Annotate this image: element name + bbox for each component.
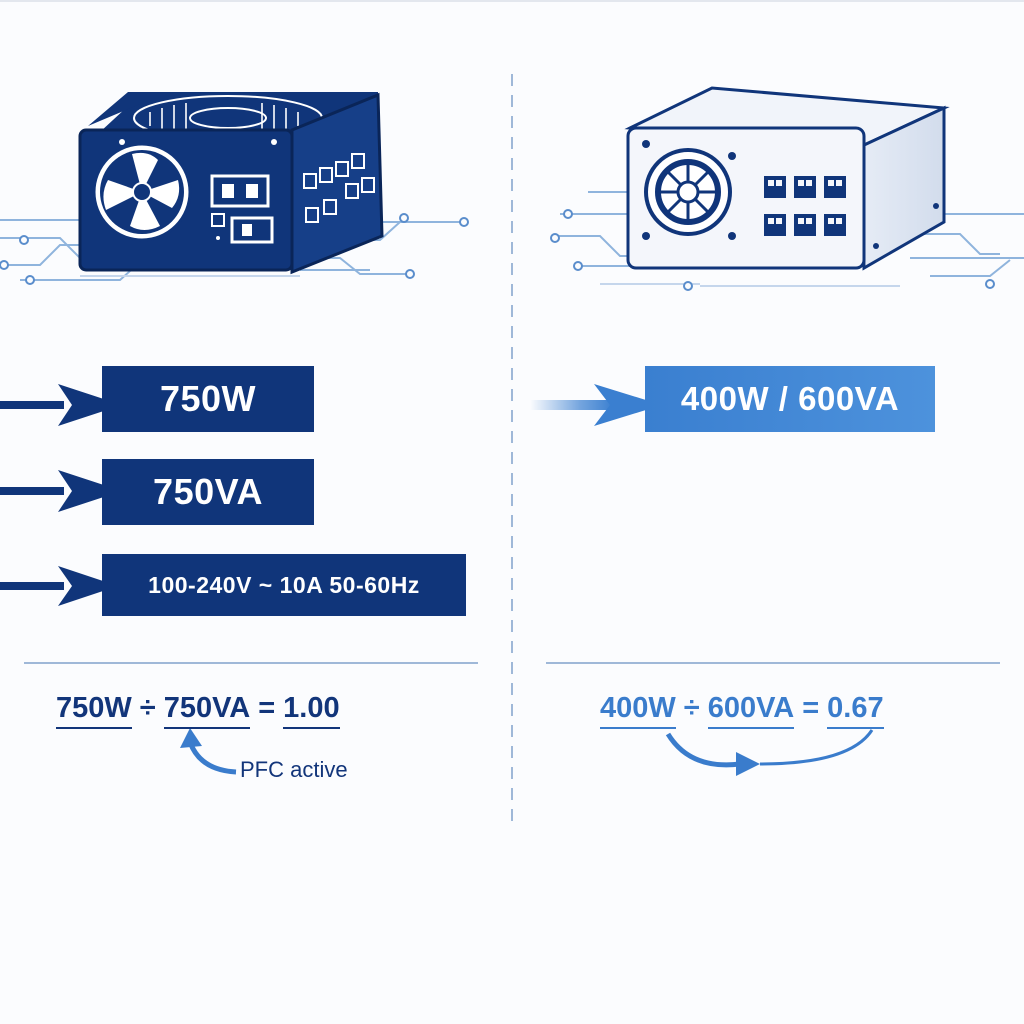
label-watts: 750W [102,366,314,432]
label-input-rating-text: 100-240V ~ 10A 50-60Hz [148,571,420,598]
equation-left-watts: 750W [56,692,132,729]
equation-right-equals: = [802,692,820,724]
equation-right-va: 600VA [707,692,795,729]
equation-left-va: 750VA [163,692,251,729]
arrow-rating-right [530,384,662,426]
arrow-watts [0,384,122,426]
pfc-note: PFC active [240,757,348,782]
label-rating-right-text: 400W / 600VA [680,380,900,417]
label-rating-right: 400W / 600VA [645,366,935,432]
circuit-nodes-left [0,213,469,285]
psu-dark-icon [78,92,384,275]
top-rule [0,0,1024,2]
label-va-text: 750VA [153,471,263,512]
equation-left: 750W ÷ 750VA = 1.00 [56,692,340,729]
label-va: 750VA [102,459,314,525]
psu-light-icon [624,86,950,271]
equation-left-equals: = [258,692,276,724]
equation-right-result: 0.67 [827,692,884,729]
label-input-rating: 100-240V ~ 10A 50-60Hz [102,554,466,616]
pfc-arrow [180,728,237,775]
arrow-input-rating [0,566,118,606]
equation-right-watts: 400W [600,692,676,729]
arrow-va [0,470,122,512]
label-watts-text: 750W [159,378,257,419]
equation-right-operator: ÷ [683,692,700,724]
equation-left-result: 1.00 [283,692,340,729]
equation-left-operator: ÷ [139,692,156,724]
circuit-nodes-right [550,209,995,291]
equation-right: 400W ÷ 600VA = 0.67 [600,692,884,729]
ratio-loop-arrow [665,729,874,776]
